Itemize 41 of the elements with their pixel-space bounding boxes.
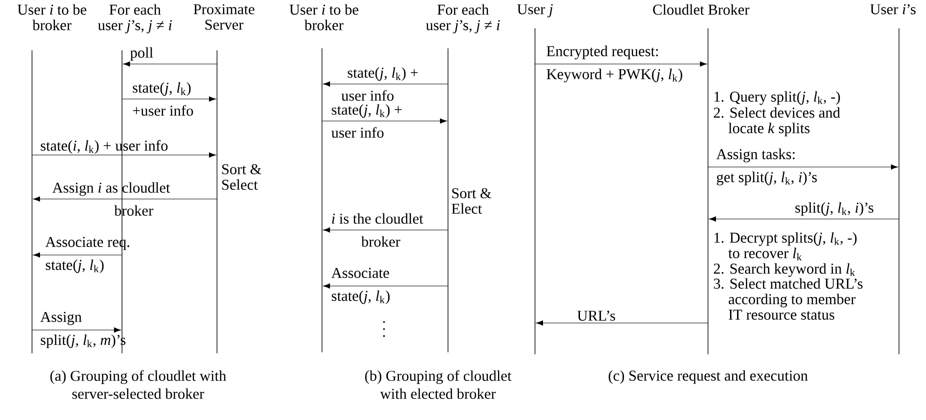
sub-caption: (c) Service request and execution: [608, 370, 808, 384]
sub-caption: (b) Grouping of cloudlet with elected broker: [365, 370, 512, 399]
note-text: 2. Search keyword in l$_{k}$: [714, 263, 856, 277]
edge-label: state(j, l$_{k}$) + user info: [341, 67, 418, 101]
edge-label: Assign tasks: get split(j, l$_{k}$, i)’s: [716, 148, 817, 186]
arrow: [323, 283, 448, 289]
note-text: Sort & Elect: [452, 188, 492, 214]
note-text: 2. Select devices and locate k splits: [714, 107, 840, 136]
arrow: [123, 61, 218, 67]
lifeline-header: User i’s: [870, 4, 916, 14]
edge-label: Associate state(j, l$_{k}$): [331, 268, 390, 304]
note-text: 3. Select matched URL’s according to member IT resource status: [714, 278, 862, 320]
edge-label: split(j, l$_{k}$, i)’s: [795, 202, 874, 216]
arrow: [33, 196, 218, 202]
lifeline-header: Cloudlet Broker: [653, 4, 750, 15]
edge-label: state(j, l$_{k}$) + user info: [331, 104, 402, 138]
note-text: Sort & Select: [222, 164, 262, 190]
arrow: [322, 118, 447, 124]
lifeline-header: User i to be broker: [18, 4, 86, 30]
edge-label: Encrypted request: Keyword + PWK(j, l$_{k}$): [546, 46, 682, 82]
arrow: [709, 216, 900, 222]
lifeline-header: Proximate Server: [194, 4, 254, 30]
lifeline-header: Userj: [517, 4, 553, 18]
arrow: [32, 327, 121, 333]
arrow: [708, 164, 898, 170]
lifeline-header: For each userj’s, j ≠ i: [426, 4, 500, 34]
lifeline-header: User i to be broker: [290, 4, 358, 30]
arrow: [33, 252, 122, 258]
edge-label: state(j, l$_{k}$) +user info: [132, 82, 193, 116]
edge-label: poll: [130, 47, 154, 61]
arrow: [32, 152, 216, 158]
arrow: [323, 81, 448, 87]
sub-caption: (a) Grouping of cloudlet with server-selected broker: [50, 370, 226, 399]
arrow: [534, 61, 707, 67]
arrow: [323, 227, 448, 233]
arrow: [536, 320, 708, 326]
arrow: [122, 96, 216, 102]
note-text: 1. Query split(j, l$_{k}$, -): [714, 91, 840, 105]
edge-label: i is the cloudlet broker: [332, 213, 424, 247]
edge-label: URL’s: [577, 310, 616, 321]
lifeline-header: For each userj’s, j ≠ i: [98, 4, 172, 34]
